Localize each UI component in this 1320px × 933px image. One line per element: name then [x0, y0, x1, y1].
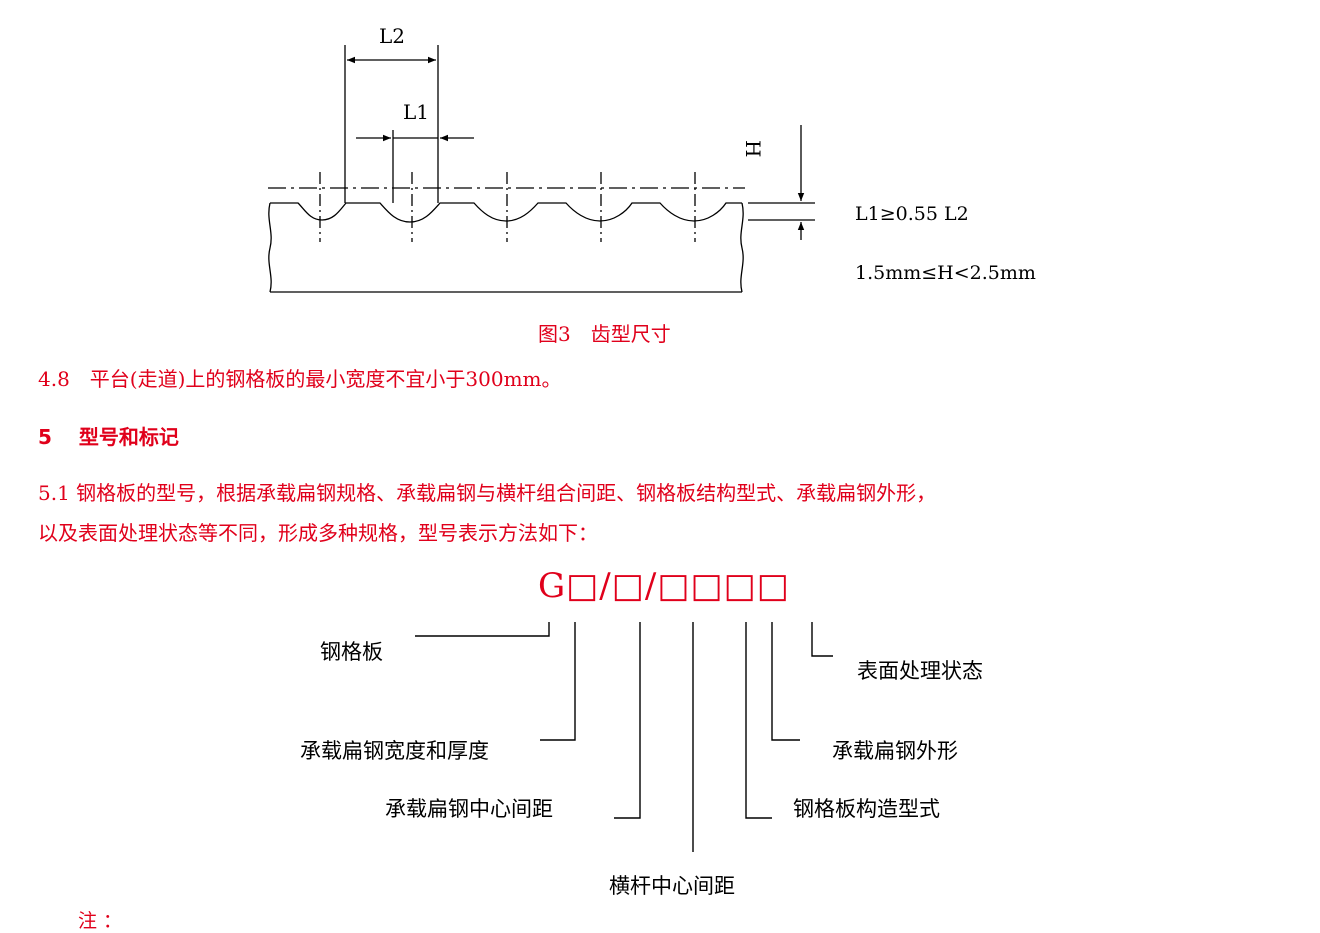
section-title: 型号和标记 [78, 425, 179, 449]
label-surface-treatment: 表面处理状态 [857, 659, 983, 683]
formula-h: 1.5mm≤H<2.5mm [855, 262, 1036, 284]
figure-caption: 图3 齿型尺寸 [538, 322, 671, 346]
leader-bar-width-thickness [540, 622, 576, 741]
note-label: 注 ： [78, 910, 123, 932]
leader-bar-spacing [614, 622, 641, 819]
formula-l: L1≥0.55 L2 [855, 203, 969, 225]
leader-steel-grating [415, 622, 550, 637]
label-crossbar-spacing: 横杆中心间距 [609, 874, 735, 898]
left-break-line [268, 202, 272, 293]
section-number: 5 [38, 425, 52, 449]
right-break-line [740, 202, 744, 293]
dimension-label-h: H [741, 140, 765, 158]
leader-structure-type [745, 622, 772, 819]
leader-surface-treatment [811, 622, 833, 657]
clause-4-8: 4.8 平台(走道)上的钢格板的最小宽度不宜小于300mm。 [38, 367, 562, 391]
section-heading: 5 型号和标记 [38, 421, 179, 450]
label-bar-shape: 承载扁钢外形 [832, 739, 958, 763]
clause-5-1-line2: 以及表面处理状态等不同，形成多种规格，型号表示方法如下： [38, 521, 598, 545]
model-code: G□/□/□□□□ [538, 566, 790, 606]
label-bar-width-thickness: 承载扁钢宽度和厚度 [300, 739, 489, 763]
label-bar-spacing: 承载扁钢中心间距 [385, 797, 553, 821]
dimension-label-l2: L2 [379, 24, 406, 48]
tooth-profile-outline [270, 202, 742, 223]
dimension-label-l1: L1 [403, 100, 430, 124]
label-structure-type: 钢格板构造型式 [793, 797, 940, 821]
leader-bar-shape [771, 622, 800, 741]
clause-5-1-line1: 5.1 钢格板的型号，根据承载扁钢规格、承载扁钢与横杆组合间距、钢格板结构型式、… [38, 481, 937, 505]
label-steel-grating: 钢格板 [320, 640, 383, 664]
